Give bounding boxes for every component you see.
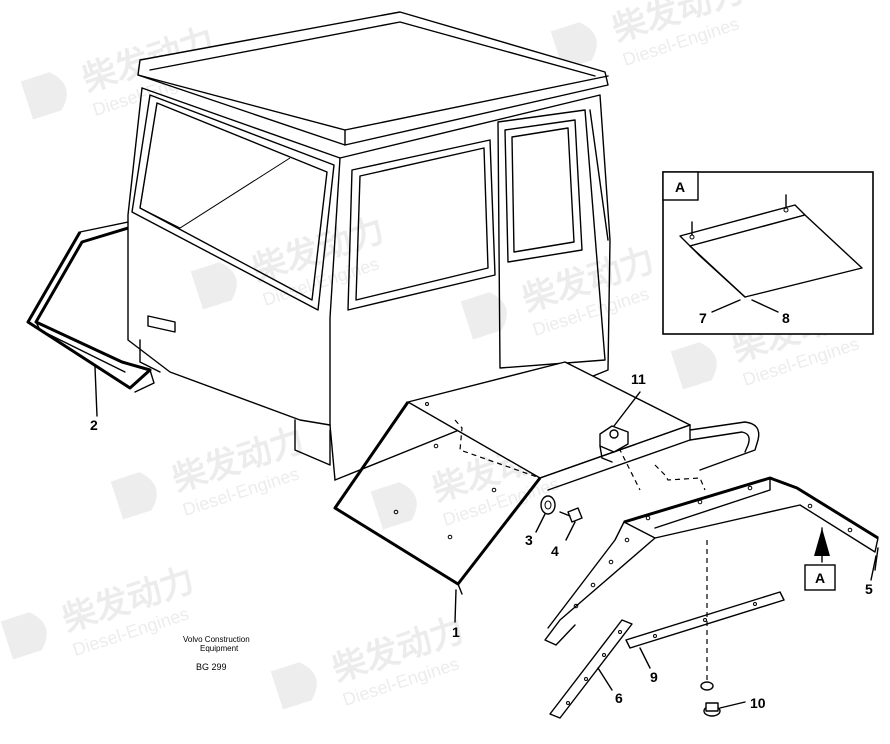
part-10-nut — [701, 540, 745, 716]
caption-company-line2: Equipment — [200, 644, 239, 653]
callout-11: 11 — [631, 371, 646, 387]
part-2-front-mudguard — [28, 222, 154, 392]
callout-8: 8 — [782, 310, 790, 326]
watermark-logo-icon — [111, 469, 162, 520]
callout-3: 3 — [525, 532, 533, 548]
callout-2: 2 — [90, 417, 98, 433]
callout-4: 4 — [551, 543, 559, 559]
watermark: 柴发动力 Diesel-Engines — [460, 240, 665, 359]
caption-code: BG 299 — [196, 662, 227, 672]
callout-10: 10 — [750, 695, 766, 711]
watermark-logo-icon — [271, 659, 322, 710]
watermark-logo-icon — [371, 479, 422, 530]
watermark-logo-icon — [21, 69, 72, 120]
callout-7: 7 — [699, 310, 707, 326]
part-9-strip — [626, 592, 784, 668]
caption-block: Volvo Construction Equipment BG 299 — [183, 635, 250, 672]
watermark-logo-icon — [461, 289, 512, 340]
view-marker-a: A — [805, 565, 835, 590]
detail-view-a: A — [663, 172, 873, 334]
part-4-bolt — [560, 508, 582, 540]
callout-6: 6 — [615, 690, 623, 706]
watermark-logo-icon — [1, 609, 52, 660]
svg-text:A: A — [815, 570, 825, 586]
part-3-washer — [536, 496, 555, 532]
watermark: 柴发动力 Diesel-Engines — [190, 210, 395, 329]
watermark: 柴发动力 Diesel-Engines — [110, 420, 315, 539]
callout-9: 9 — [650, 669, 658, 685]
callout-5: 5 — [865, 581, 873, 597]
svg-text:A: A — [675, 179, 685, 195]
watermark: 柴发动力 Diesel-Engines — [0, 560, 205, 679]
watermark: 柴发动力 Diesel-Engines — [270, 610, 475, 729]
caption-company-line1: Volvo Construction — [183, 635, 250, 644]
callout-1: 1 — [452, 624, 460, 640]
watermark-logo-icon — [671, 339, 722, 390]
